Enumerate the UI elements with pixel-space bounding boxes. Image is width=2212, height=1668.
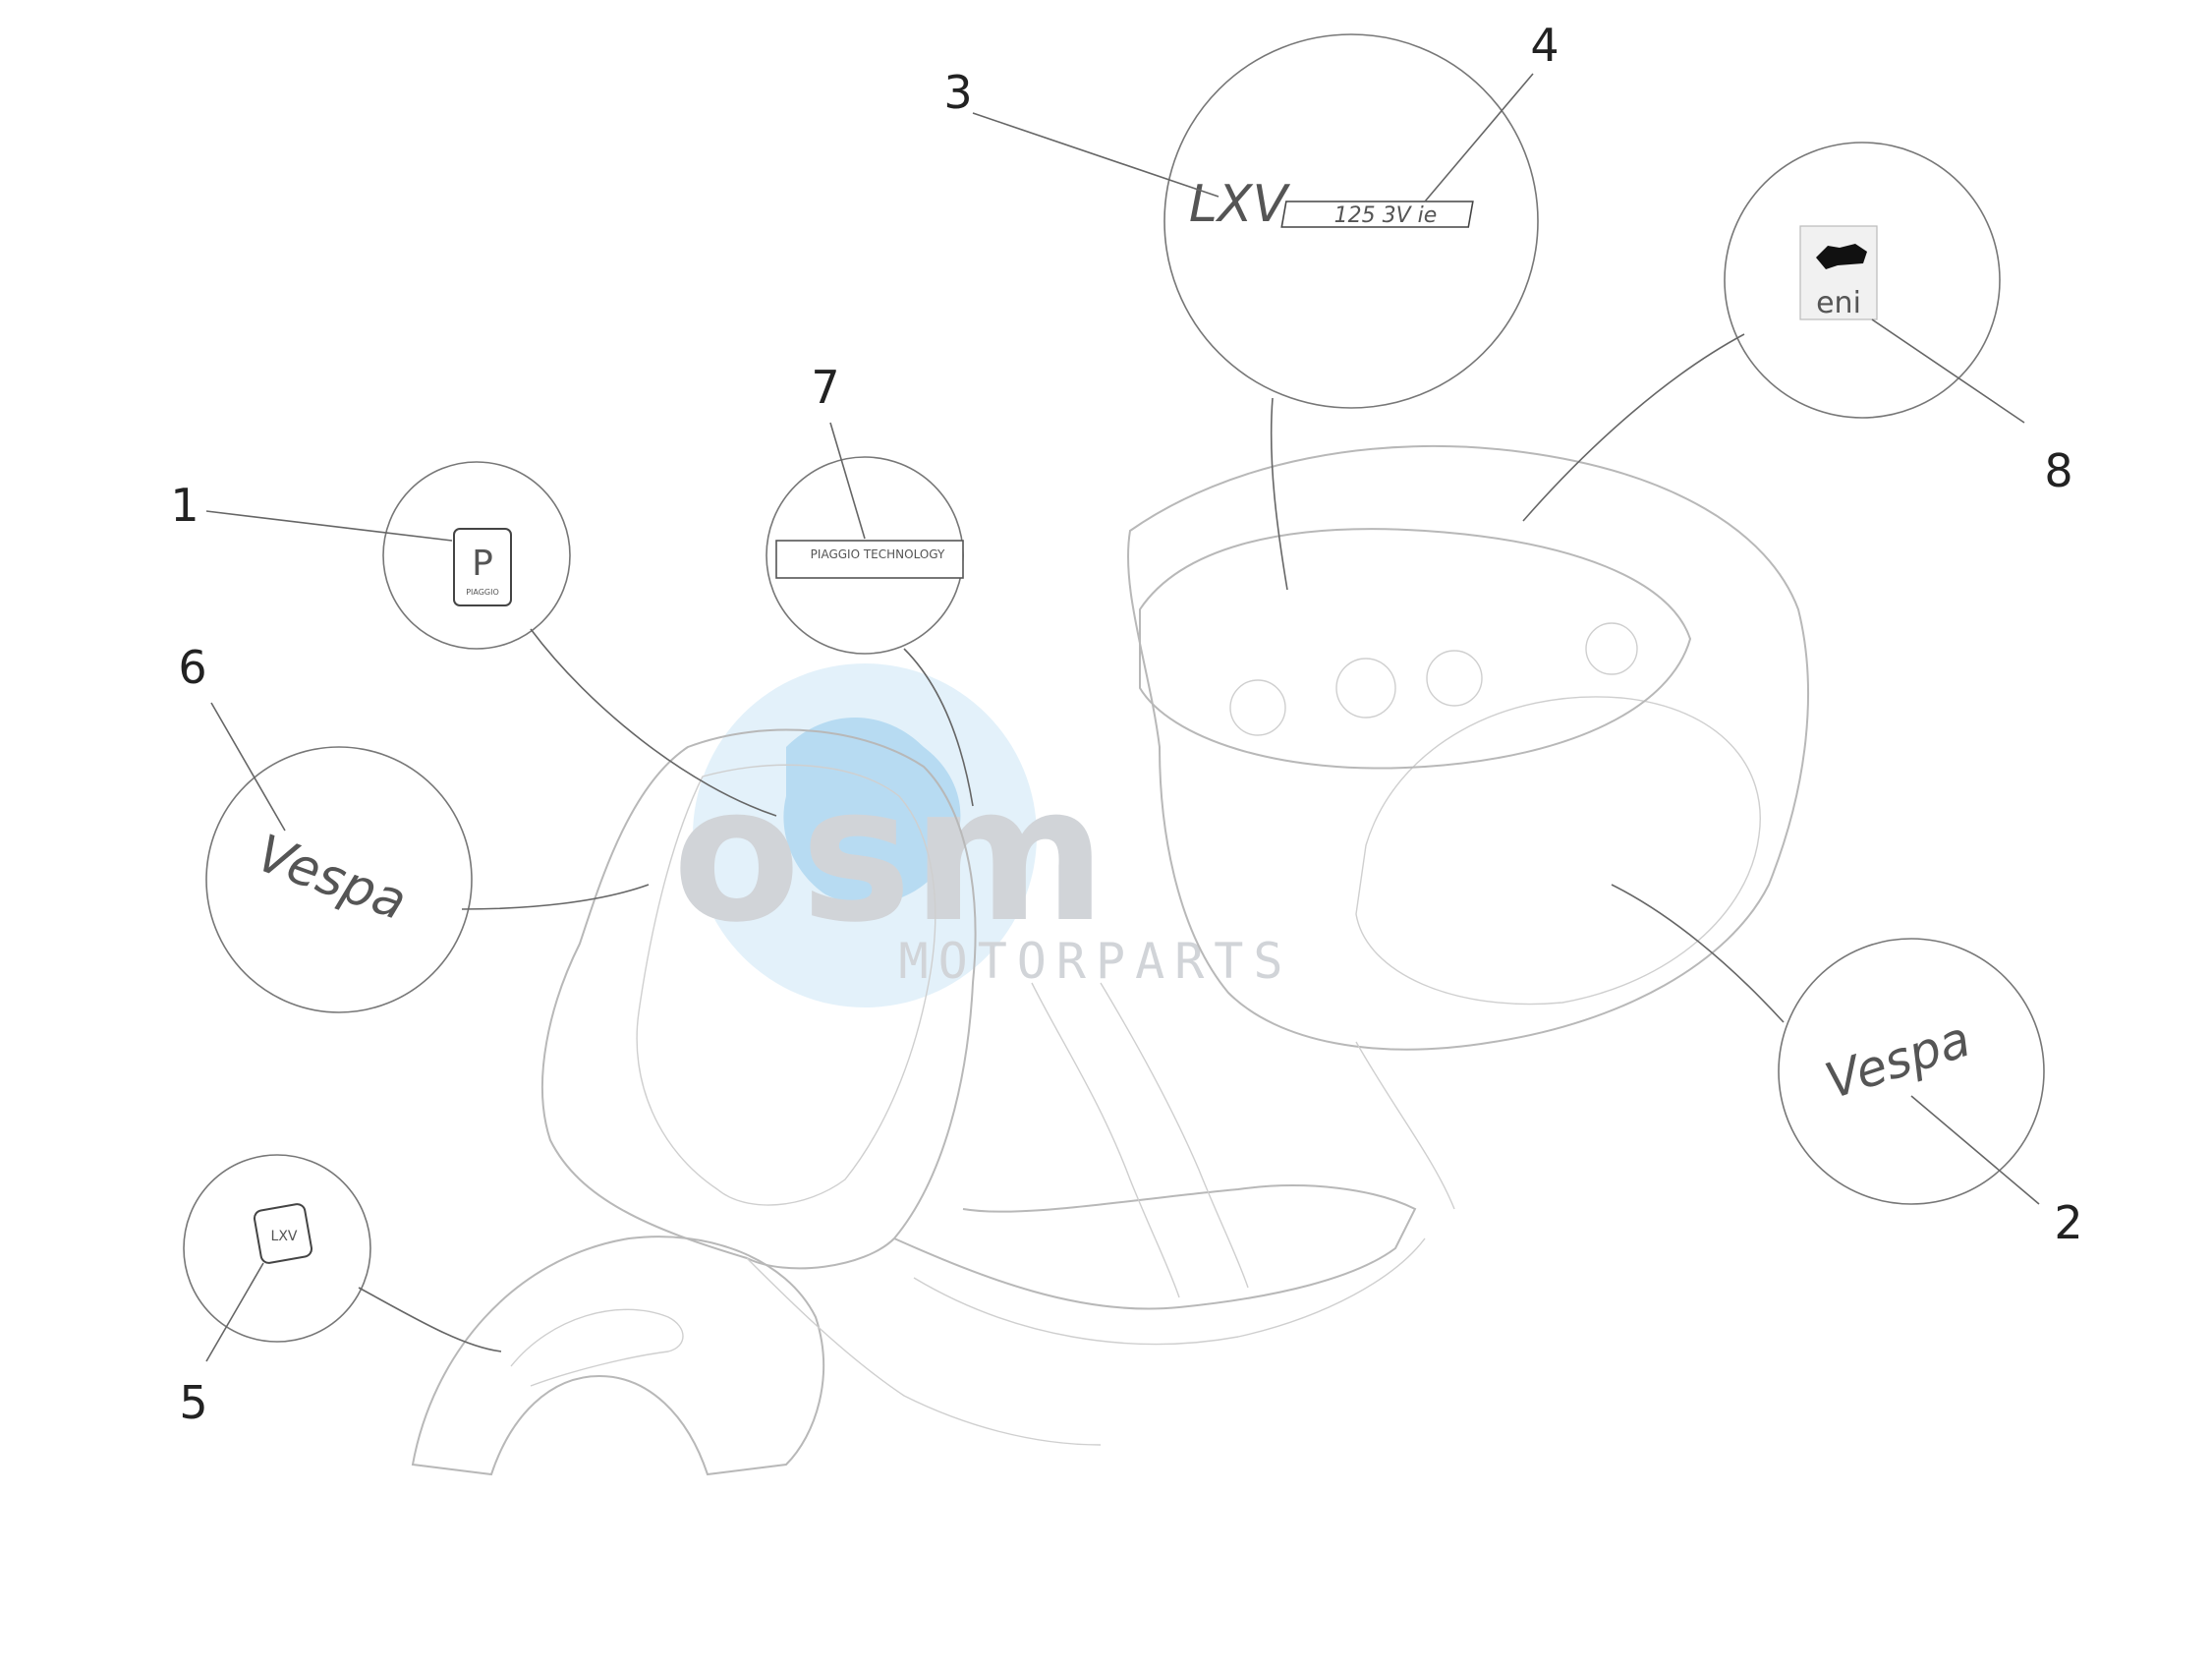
- callout-group-2: Vespa 2: [1611, 884, 2083, 1249]
- leader-5: [205, 1262, 264, 1362]
- callout-2: 2: [2054, 1196, 2082, 1249]
- leader-8: [1871, 318, 2025, 424]
- callout-group-8: eni 8: [1522, 142, 2073, 522]
- watermark-logo: osm: [672, 746, 1106, 963]
- callout-3: 3: [943, 66, 972, 119]
- frame-hole-4: [1585, 622, 1638, 675]
- leader-1-tail: [530, 628, 777, 817]
- detail-bubble-2: [1778, 938, 2045, 1205]
- scooter-body: [411, 444, 1809, 1476]
- callout-group-3-4: LXV 125 3V ie 3 4: [943, 19, 1560, 591]
- model-plate-text: 125 3V ie: [1334, 203, 1438, 228]
- front-shield: [540, 728, 977, 1270]
- leader-5-tail: [358, 1287, 502, 1352]
- leader-1: [205, 510, 453, 542]
- callout-8: 8: [2044, 444, 2072, 497]
- tunnel-2: [1100, 982, 1249, 1289]
- piaggio-badge-letter: P: [472, 544, 493, 584]
- detail-bubble-6: [205, 746, 473, 1013]
- callout-5: 5: [179, 1376, 207, 1429]
- leader-2-tail: [1611, 884, 1785, 1023]
- watermark: osm MOTORPARTS: [672, 663, 1292, 1007]
- frame-hole-2: [1335, 658, 1396, 719]
- callout-4: 4: [1530, 19, 1559, 72]
- front-shield-inner: [636, 764, 936, 1206]
- frame-hole-3: [1426, 650, 1483, 707]
- watermark-globe: [693, 663, 1037, 1007]
- piaggio-badge: [453, 528, 512, 606]
- eni-dog-icon: [1816, 244, 1867, 269]
- callout-1: 1: [170, 479, 199, 532]
- callout-7: 7: [811, 361, 839, 414]
- tunnel: [1031, 982, 1180, 1298]
- model-plate: [1280, 201, 1474, 228]
- lxv-badge: [253, 1203, 313, 1264]
- callout-group-1: P PIAGGIO 1: [170, 461, 777, 817]
- fender-crest: [510, 1308, 684, 1387]
- watermark-globe-land: [783, 718, 961, 904]
- callout-6: 6: [178, 641, 206, 694]
- front-fender: [411, 1236, 824, 1476]
- piaggio-tech-text: PIAGGIO TECHNOLOGY: [811, 547, 945, 561]
- legshield-lower: [746, 1257, 1102, 1446]
- callout-group-6: Vespa 6: [178, 641, 650, 1013]
- leader-3-4-tail: [1270, 397, 1288, 591]
- leader-6: [210, 702, 286, 832]
- leader-7: [829, 422, 866, 540]
- floor-rail: [913, 1237, 1426, 1346]
- frame-opening: [1139, 528, 1692, 770]
- leader-8-tail: [1522, 333, 1745, 522]
- callout-group-7: PIAGGIO TECHNOLOGY 7: [766, 361, 974, 807]
- watermark-subtitle: MOTORPARTS: [898, 933, 1292, 990]
- floorboard: [893, 1184, 1417, 1310]
- eni-decal: [1799, 225, 1878, 320]
- side-panel: [1355, 696, 1761, 1006]
- piaggio-tech-label: [775, 540, 964, 579]
- lxv-badge-text: LXV: [271, 1229, 298, 1244]
- leader-3: [972, 112, 1219, 198]
- leader-6-tail: [461, 884, 650, 910]
- leader-4: [1424, 73, 1534, 202]
- rear-lower: [1355, 1041, 1455, 1210]
- leader-7-tail: [903, 648, 974, 807]
- frame-hole-1: [1229, 679, 1286, 736]
- lxv-script: LXV: [1189, 175, 1291, 234]
- leader-2: [1910, 1095, 2040, 1205]
- eni-text: eni: [1816, 286, 1861, 320]
- callout-group-5: LXV 5: [179, 1154, 502, 1429]
- piaggio-badge-word: PIAGGIO: [466, 588, 499, 597]
